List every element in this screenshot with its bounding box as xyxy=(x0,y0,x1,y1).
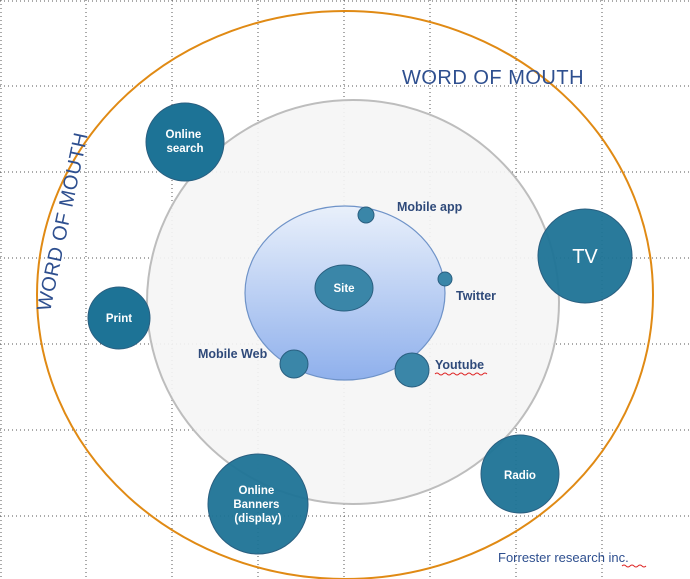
online-search-line-1: Online xyxy=(166,129,202,141)
outer-ring xyxy=(36,10,654,579)
online-search-bubble xyxy=(145,102,225,182)
twitter-label: Twitter xyxy=(456,289,496,303)
youtube-label: Youtube xyxy=(435,358,484,372)
online-banners-label: Online Banners (display) xyxy=(233,485,282,525)
mobile-app-label: Mobile app xyxy=(397,200,463,214)
online-banners-line-3: (display) xyxy=(234,513,281,525)
youtube-node xyxy=(394,352,430,388)
online-banners-line-1: Online xyxy=(239,485,275,497)
online-search-label: Online search xyxy=(166,129,205,155)
radio-label: Radio xyxy=(504,470,536,482)
site-node xyxy=(314,264,374,312)
mobile-app-node xyxy=(357,206,375,224)
word-of-mouth-top-label: WORD OF MOUTH xyxy=(402,67,584,89)
print-bubble xyxy=(87,286,151,350)
mobile-web-label: Mobile Web xyxy=(198,347,268,361)
mobile-web-node xyxy=(279,349,309,379)
word-of-mouth-left-label: WORD OF MOUTH xyxy=(33,130,92,313)
tv-bubble xyxy=(537,208,633,304)
spellcheck-underline xyxy=(434,372,488,376)
credit-text: Forrester research inc. xyxy=(498,550,629,565)
online-banners-line-2: Banners xyxy=(233,499,279,511)
online-banners-bubble xyxy=(207,453,309,555)
tv-label: TV xyxy=(572,246,598,268)
twitter-node xyxy=(437,271,453,287)
online-search-line-2: search xyxy=(166,143,203,155)
radio-bubble xyxy=(480,434,560,514)
print-label: Print xyxy=(106,313,132,325)
credit-spellcheck-underline xyxy=(621,564,647,568)
site-label: Site xyxy=(333,283,354,295)
